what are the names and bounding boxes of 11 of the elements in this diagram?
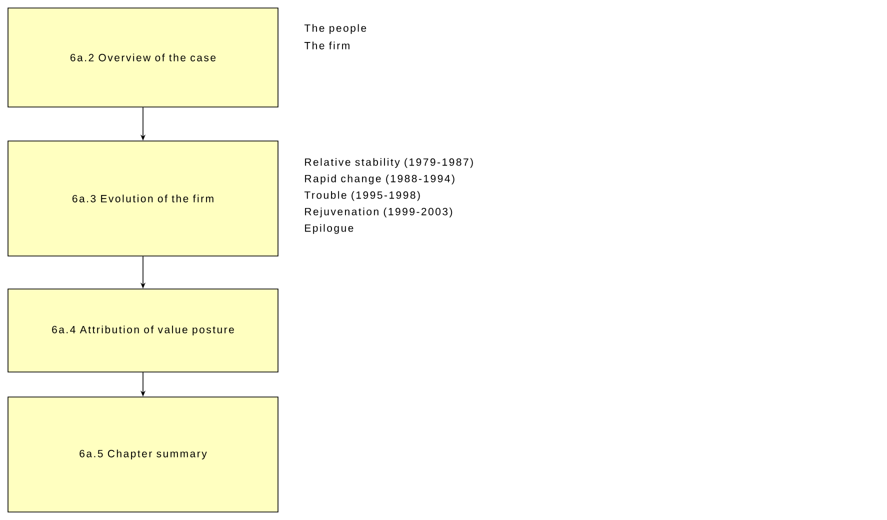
process-box: 6a.4 Attribution of value posture [8,288,278,372]
side-note: Relative stability (1979-1987) [305,158,473,168]
process-box: 6a.5 Chapter summary [8,396,278,512]
process-box: 6a.2 Overview of the case [8,8,278,108]
process-box: 6a.3 Evolution of the firm [8,140,278,256]
side-note: The people [304,24,366,34]
side-note: Trouble (1995-1998) [304,191,420,201]
side-note: Epilogue [305,224,354,234]
side-note: The firm [304,42,350,50]
side-note: Rejuvenation (1999-2003) [305,208,452,218]
side-note: Rapid change (1988-1994) [305,174,454,184]
